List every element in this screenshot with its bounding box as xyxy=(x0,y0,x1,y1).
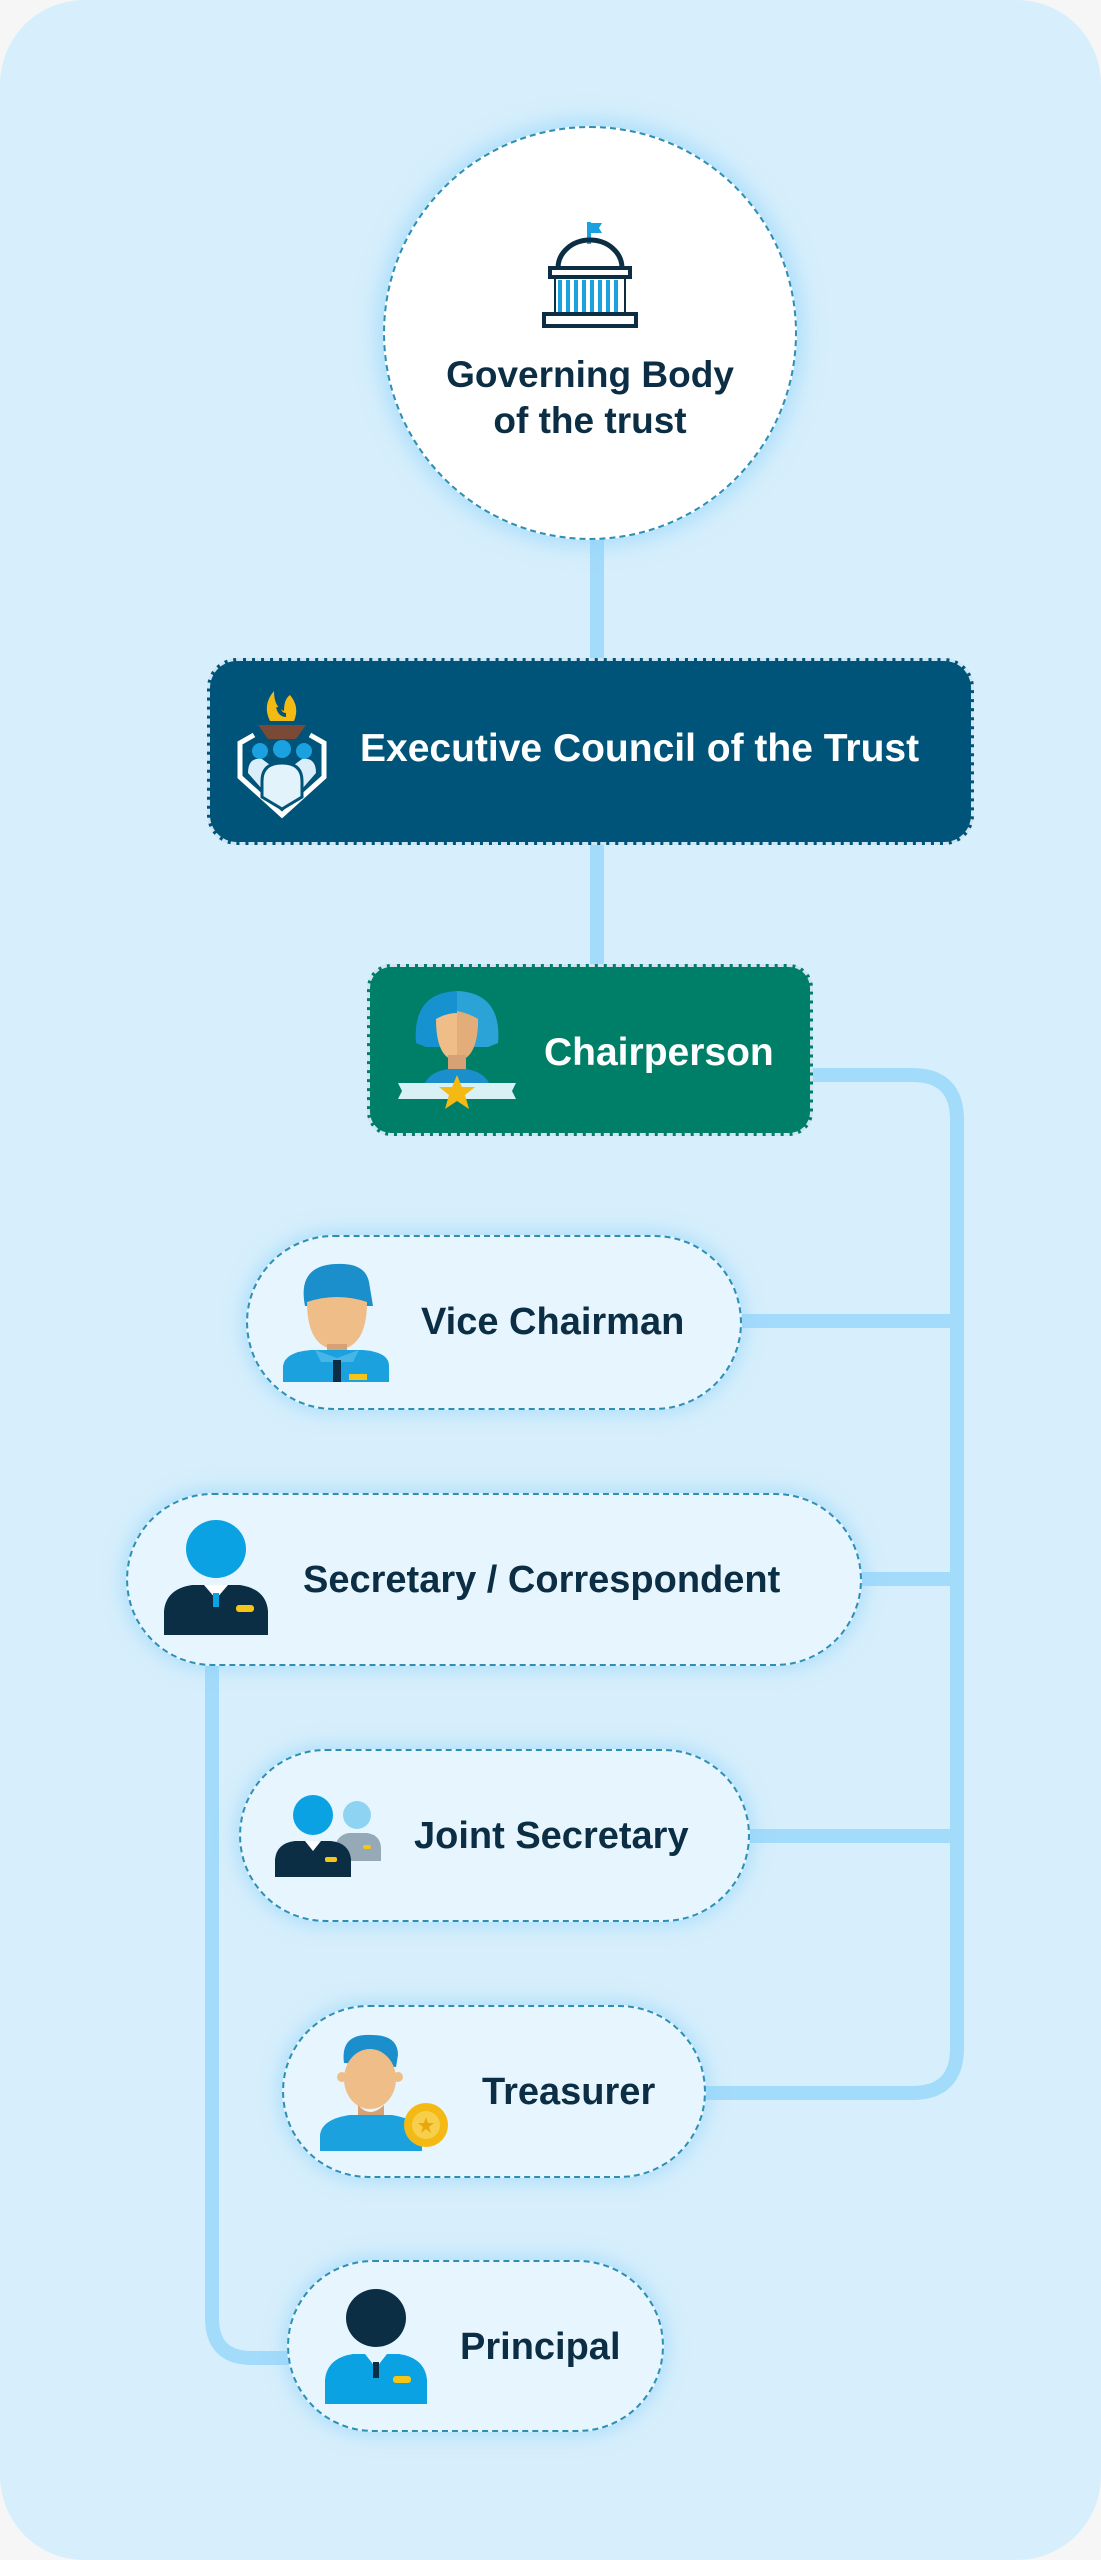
secretary-suit-icon xyxy=(164,1520,268,1635)
governing-body-label: Governing Body of the trust xyxy=(446,352,734,444)
government-building-icon xyxy=(542,222,638,328)
two-people-suit-icon xyxy=(275,1795,381,1877)
secretary-correspondent-node[interactable]: Secretary / Correspondent xyxy=(126,1493,862,1666)
vice-chairman-node[interactable]: Vice Chairman xyxy=(246,1235,742,1410)
governing-body-line2: of the trust xyxy=(493,400,687,441)
executive-council-label: Executive Council of the Trust xyxy=(360,727,920,770)
principal-suit-icon xyxy=(325,2289,427,2404)
governing-body-line1: Governing Body xyxy=(446,354,734,395)
secretary-correspondent-label: Secretary / Correspondent xyxy=(303,1559,781,1601)
joint-secretary-label: Joint Secretary xyxy=(414,1815,689,1857)
executive-council-node[interactable]: Executive Council of the Trust xyxy=(207,658,974,845)
connector-secretary-principal xyxy=(205,1664,290,2365)
principal-label: Principal xyxy=(460,2326,621,2368)
council-shield-torch-icon xyxy=(237,691,327,819)
chairperson-label: Chairperson xyxy=(544,1031,774,1074)
governing-body-node[interactable]: Governing Body of the trust xyxy=(383,126,797,540)
chairperson-node[interactable]: Chairperson xyxy=(367,964,813,1136)
vice-chairman-label: Vice Chairman xyxy=(421,1301,685,1343)
treasurer-label: Treasurer xyxy=(482,2071,656,2113)
treasurer-node[interactable]: Treasurer xyxy=(282,2005,706,2178)
man-coin-icon xyxy=(320,2034,448,2151)
joint-secretary-node[interactable]: Joint Secretary xyxy=(239,1749,750,1922)
principal-node[interactable]: Principal xyxy=(287,2260,664,2432)
man-officer-icon xyxy=(283,1263,389,1382)
chairperson-woman-star-icon xyxy=(398,991,516,1109)
